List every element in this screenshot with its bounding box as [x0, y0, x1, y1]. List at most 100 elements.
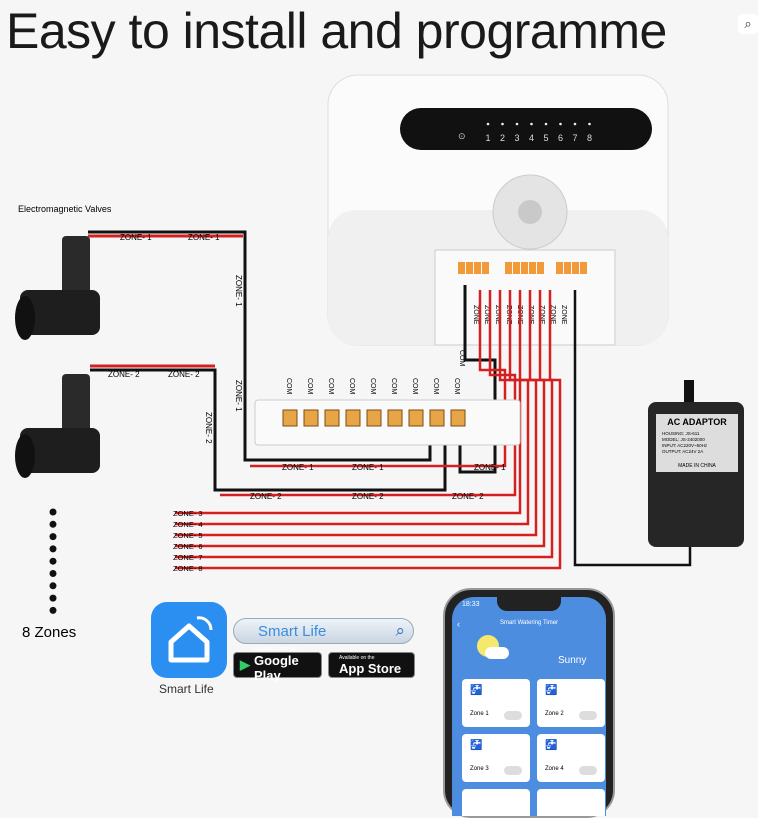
svg-text:COM: COM	[348, 378, 355, 395]
strip-connector	[429, 409, 445, 427]
valve-1	[15, 236, 100, 340]
terminal-slot	[513, 262, 520, 274]
smart-life-app-icon[interactable]	[151, 602, 227, 678]
terminal-slot	[458, 262, 465, 274]
terminal-slot	[466, 262, 473, 274]
svg-text:INPUT: AC220V~50Hz: INPUT: AC220V~50Hz	[662, 443, 708, 448]
led-number: 6	[558, 133, 563, 143]
led-number: 8	[587, 133, 592, 143]
phone: 18:33 Smart Watering Timer ‹ Sunny 🚰Zone…	[443, 588, 615, 818]
svg-text:ZONE- 1: ZONE- 1	[282, 463, 314, 472]
svg-text:COM: COM	[432, 378, 439, 395]
led	[530, 122, 533, 126]
svg-text:COM: COM	[369, 378, 376, 395]
svg-text:OUTPUT: AC24V 2A: OUTPUT: AC24V 2A	[662, 449, 703, 454]
faucet-icon: 🚰	[470, 685, 483, 696]
svg-text:ZONE: ZONE	[560, 305, 567, 325]
more-zones-dot	[49, 533, 57, 541]
zone-card[interactable]: 🚰Zone 1	[462, 679, 530, 727]
led-number: 3	[514, 133, 519, 143]
more-zones-dot	[49, 594, 57, 602]
more-zones-dot	[49, 557, 57, 565]
led	[544, 122, 548, 126]
led	[588, 122, 591, 126]
strip-connector	[282, 409, 298, 427]
terminal-slot	[564, 262, 571, 274]
zone-toggle[interactable]	[579, 711, 597, 720]
ac-adaptor: AC ADAPTOR HOUSING: JS-611 MODEL: JS-240…	[648, 380, 744, 547]
strip-connector	[408, 409, 424, 427]
svg-text:ZONE: ZONE	[494, 305, 501, 325]
more-zones-dot	[49, 582, 57, 590]
cloud-icon	[485, 647, 509, 659]
svg-text:MADE IN CHINA: MADE IN CHINA	[678, 463, 716, 469]
strip-connector	[303, 409, 319, 427]
terminal-slot	[556, 262, 563, 274]
page-title: Easy to install and programme	[6, 3, 667, 59]
svg-text:COM: COM	[390, 378, 397, 395]
svg-text:ZONE: ZONE	[538, 305, 545, 325]
zone-card[interactable]: 🚰Zone 3	[462, 734, 530, 782]
zone-wire-label: ZONE- 6	[173, 542, 203, 551]
led	[515, 122, 519, 126]
zone2-wire-black	[90, 368, 447, 492]
zone-wire-label: ZONE- 3	[173, 509, 203, 518]
terminal-slot	[521, 262, 528, 274]
svg-text:COM: COM	[327, 378, 334, 395]
strip-connector	[345, 409, 361, 427]
led	[486, 122, 490, 126]
app-search-bar[interactable]: Smart Life ⌕	[233, 618, 414, 644]
zone-wire	[175, 290, 562, 570]
search-lens-icon[interactable]: ⌕	[738, 14, 758, 34]
terminal-slot	[482, 262, 489, 274]
strip-connector	[366, 409, 382, 427]
led-number: 5	[543, 133, 548, 143]
terminal-slot	[474, 262, 481, 274]
valve-2	[15, 374, 100, 478]
search-text: Smart Life	[258, 622, 327, 640]
svg-text:ZONE: ZONE	[505, 305, 512, 325]
svg-text:ZONE: ZONE	[472, 305, 479, 325]
svg-text:HOUSING: JS-611: HOUSING: JS-611	[662, 431, 700, 436]
svg-text:ZONE- 2: ZONE- 2	[250, 492, 282, 501]
terminal-slot	[529, 262, 536, 274]
zone-toggle[interactable]	[504, 766, 522, 775]
more-zones-dot	[49, 508, 57, 516]
svg-text:COM: COM	[306, 378, 313, 395]
app-name: Smart Life	[159, 682, 214, 696]
terminal-slot	[580, 262, 587, 274]
valves-label: Electromagnetic Valves	[18, 204, 112, 214]
more-zones-dot	[49, 520, 57, 528]
back-icon[interactable]: ‹	[457, 619, 460, 629]
svg-text:ZONE- 1: ZONE- 1	[474, 463, 506, 472]
zone-toggle[interactable]	[504, 711, 522, 720]
svg-text:COM: COM	[453, 378, 460, 395]
zone-card[interactable]: 🚰Zone 2	[537, 679, 605, 727]
weather-text: Sunny	[558, 655, 587, 666]
zones-count-label: 8 Zones	[22, 624, 76, 641]
svg-text:ZONE- 2: ZONE- 2	[108, 370, 140, 379]
zone-toggle[interactable]	[579, 766, 597, 775]
zone-wire-label: ZONE- 5	[173, 531, 203, 540]
led-number: 4	[529, 133, 534, 143]
terminal-slot	[537, 262, 544, 274]
strip-connector	[324, 409, 340, 427]
led	[559, 122, 562, 126]
zone-wire-label: ZONE- 4	[173, 520, 203, 529]
svg-text:ZONE- 1: ZONE- 1	[188, 233, 220, 242]
led	[573, 122, 577, 126]
svg-text:ZONE- 1: ZONE- 1	[234, 380, 243, 412]
led-number: 1	[485, 133, 490, 143]
svg-text:⊙: ⊙	[458, 131, 466, 141]
zone-card[interactable]: 🚰Zone 4	[537, 734, 605, 782]
strip-connector	[450, 409, 466, 427]
terminal-slot	[505, 262, 512, 274]
svg-text:COM: COM	[285, 378, 292, 395]
svg-text:ZONE- 2: ZONE- 2	[452, 492, 484, 501]
led-number: 2	[500, 133, 505, 143]
strip-connector	[387, 409, 403, 427]
